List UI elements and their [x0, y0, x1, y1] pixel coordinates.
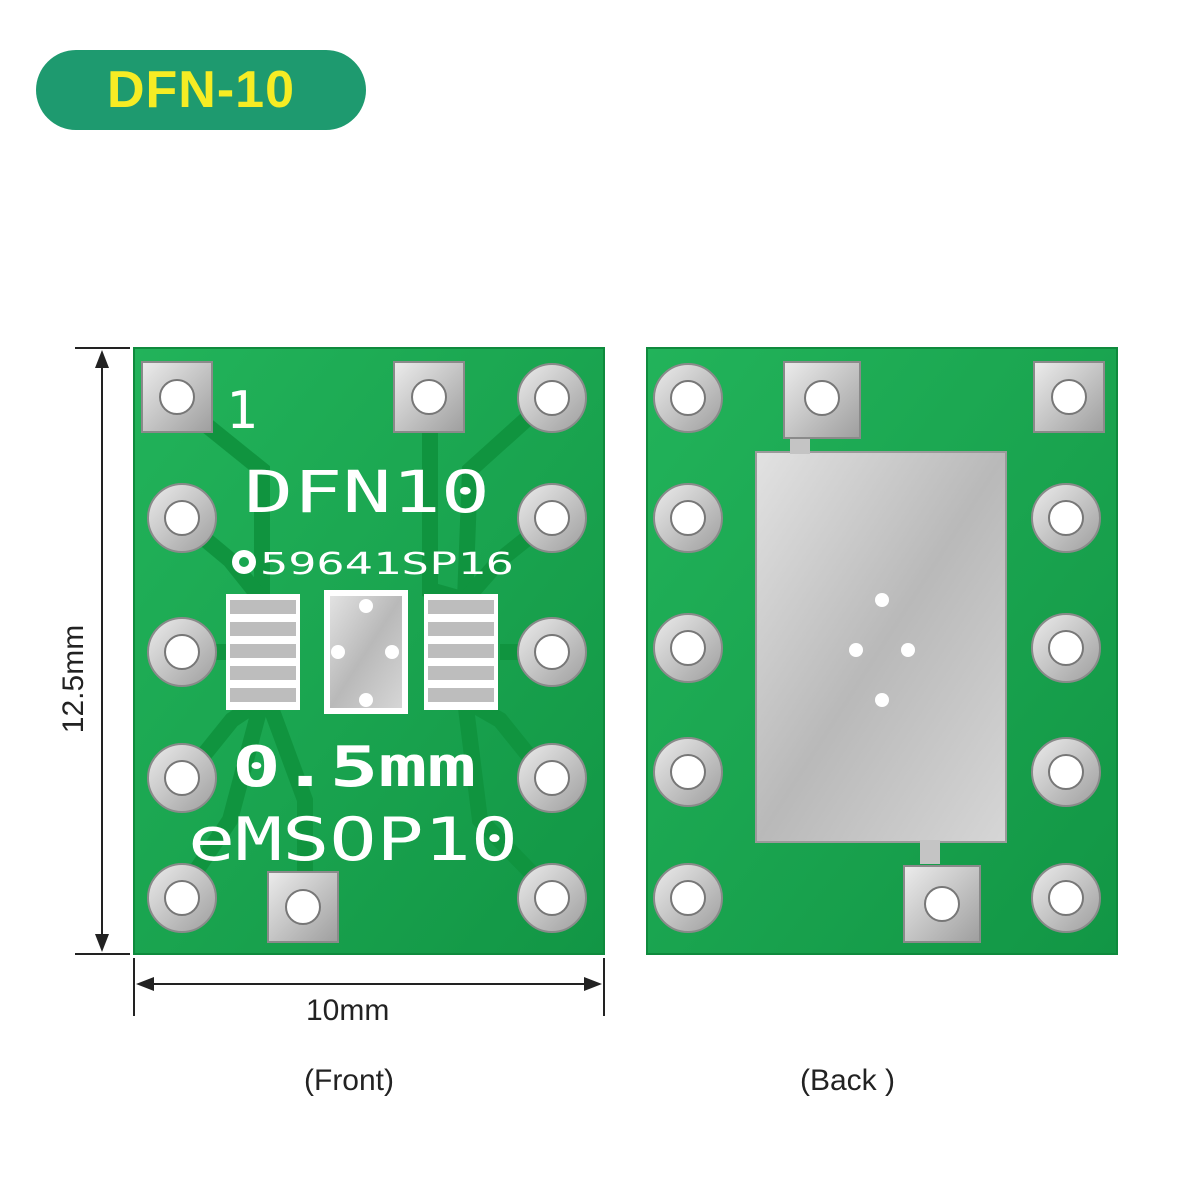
silkscreen-package: eMSOP10	[188, 805, 518, 875]
package-badge: DFN-10	[36, 50, 366, 130]
pcb-back	[646, 347, 1118, 955]
silkscreen-title: DFN10	[244, 458, 490, 526]
square-pad	[1033, 361, 1105, 433]
front-caption: (Front)	[304, 1064, 394, 1097]
height-label: 12.5mm	[57, 624, 91, 734]
square-pad	[393, 361, 465, 433]
badge-label: DFN-10	[106, 61, 296, 119]
silkscreen-pitch: 0.5mm	[232, 735, 476, 800]
square-pad	[141, 361, 213, 433]
back-caption: (Back )	[800, 1064, 896, 1097]
silkscreen-code: 59641SP16	[260, 547, 514, 582]
square-pad	[267, 871, 339, 943]
square-pad	[903, 865, 981, 943]
smd-pads-left	[226, 594, 300, 710]
width-label: 10mm	[306, 994, 390, 1027]
round-pads	[147, 363, 587, 933]
pin1-label: 1	[226, 381, 257, 441]
center-thermal-pad	[324, 590, 408, 714]
pcb-front: 1 DFN10 59641SP16 0.5mm eMSOP10	[133, 347, 605, 955]
height-dimension	[75, 347, 130, 955]
pin1-dot-inner	[239, 557, 249, 567]
width-dimension	[133, 958, 605, 1016]
smd-pads-right	[424, 594, 498, 710]
square-pad	[783, 361, 861, 439]
back-ground-pad	[755, 451, 1007, 843]
round-pads	[653, 363, 1101, 933]
